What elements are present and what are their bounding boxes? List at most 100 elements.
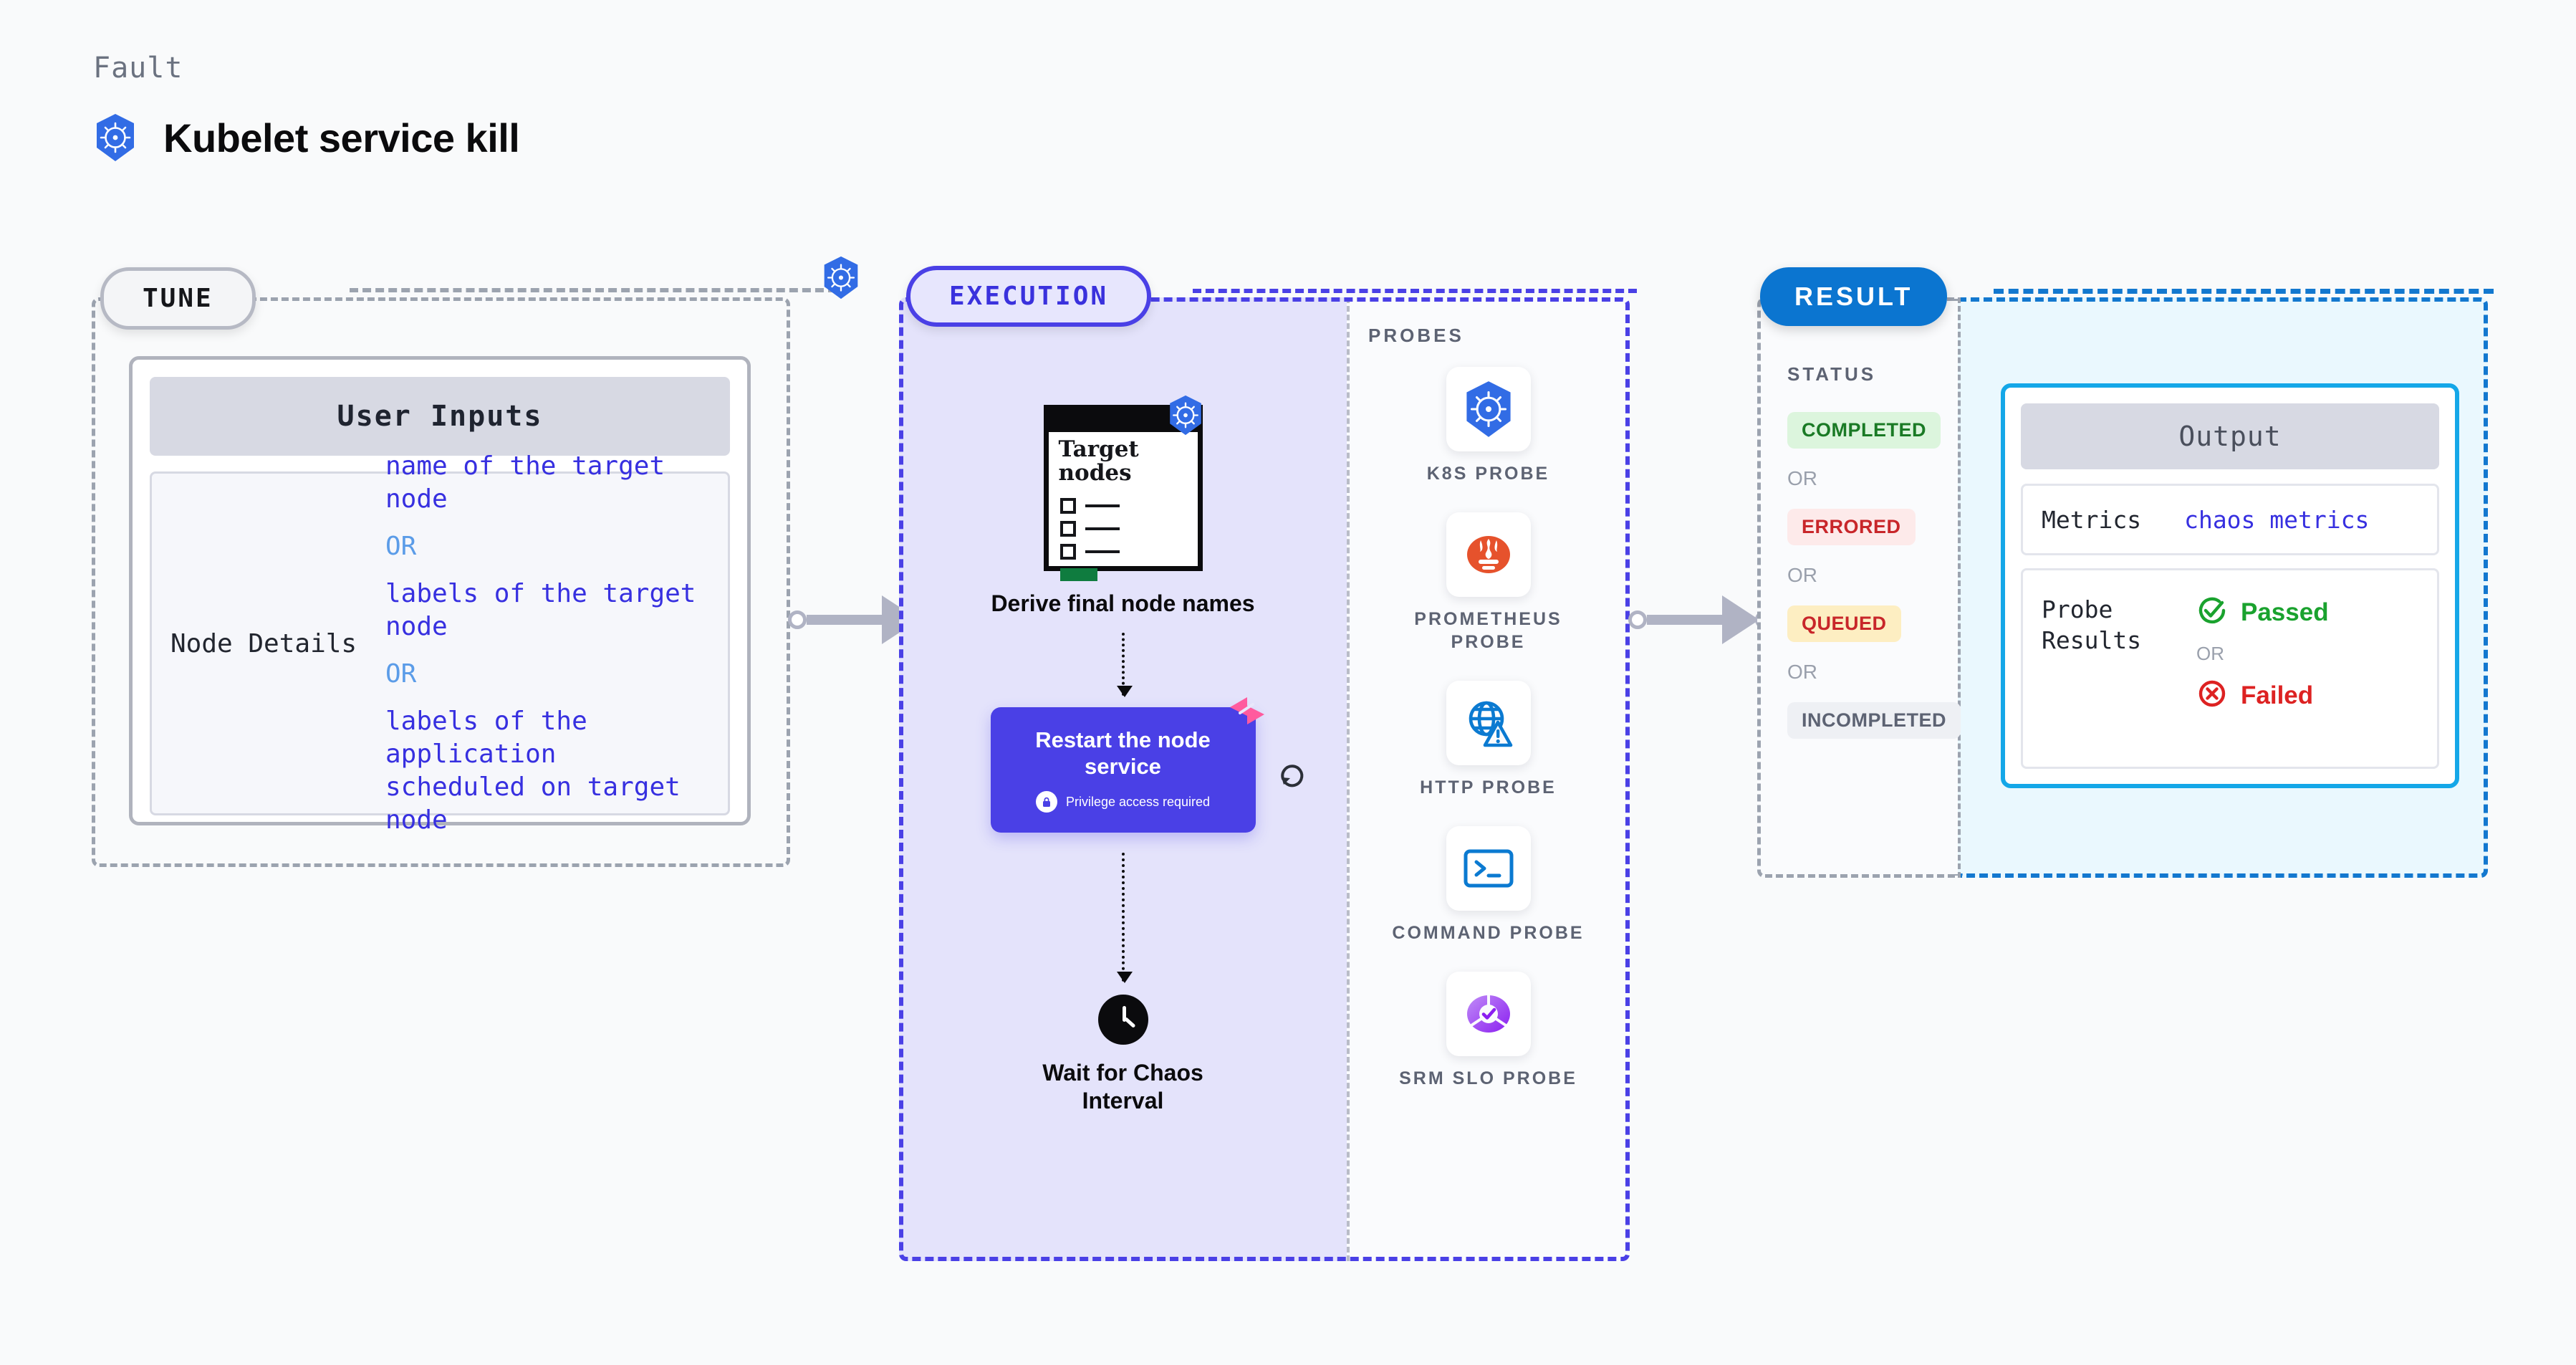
status-or: OR [1787, 661, 1817, 683]
node-details-value: name of the target node [385, 451, 665, 514]
terminal-icon [1446, 826, 1531, 911]
srm-slo-icon [1446, 972, 1531, 1057]
flow-caption-derive-node-names: Derive final node names [991, 590, 1255, 616]
probe-name: HTTP PROBE [1420, 777, 1557, 798]
document-checklist-icon: Target nodes [1043, 395, 1203, 581]
metrics-key: Metrics [2042, 505, 2142, 534]
node-details-values: name of the target node OR labels of the… [385, 450, 709, 838]
node-details-value: labels of the application scheduled on t… [385, 707, 681, 835]
kubernetes-icon [1167, 395, 1204, 436]
connector-arrowhead [1722, 595, 1759, 644]
restart-node-subtitle-row: Privilege access required [1035, 791, 1211, 813]
restart-node-title: Restart the node service [1035, 727, 1211, 779]
document-rule [1085, 504, 1120, 507]
user-inputs-header: User Inputs [150, 377, 730, 456]
node-details-label: Node Details [170, 628, 357, 658]
execution-stage-border [899, 297, 1630, 1261]
probe-name: K8S PROBE [1426, 464, 1550, 484]
result-dashed-connector [1994, 289, 2494, 294]
checkbox-icon [1059, 498, 1076, 514]
checkbox-icon [1059, 521, 1076, 537]
connector-dot [788, 610, 807, 629]
execution-stage-label[interactable]: EXECUTION [906, 266, 1152, 327]
output-card: Output Metrics chaos metrics Probe Resul… [2001, 383, 2459, 788]
check-circle-icon [2196, 595, 2228, 630]
x-circle-icon [2196, 678, 2228, 713]
status-badge-completed: COMPLETED [1787, 412, 1941, 449]
probes-column: PROBES K8S [1347, 297, 1630, 1261]
harness-icon [1229, 694, 1266, 731]
tune-stage: TUNE User Inputs Node Details name of th… [92, 256, 858, 867]
tune-stage-label[interactable]: TUNE [100, 267, 256, 330]
probes-label: PROBES [1368, 325, 1464, 346]
kubernetes-icon [93, 113, 138, 162]
execution-dashed-connector [1193, 289, 1637, 293]
result-column-divider [1958, 297, 1961, 878]
document-check-row [1059, 521, 1120, 537]
probe-result-failed: Failed [2196, 678, 2329, 713]
loop-refresh-icon [1276, 757, 1309, 794]
document-title: Target nodes [1058, 436, 1139, 487]
status-or: OR [1787, 467, 1817, 489]
status-list: COMPLETED OR ERRORED OR QUEUED OR INCOMP… [1787, 412, 1961, 739]
probes-background [1347, 297, 1630, 1261]
status-or: OR [1787, 564, 1817, 586]
result-stage-label[interactable]: RESULT [1760, 267, 1948, 326]
restart-node-wrapper: Restart the node service Privilege acces… [990, 697, 1303, 833]
prometheus-icon [1446, 512, 1531, 598]
clock-icon [1097, 995, 1148, 1045]
flow-arrow [1116, 853, 1133, 984]
status-badge-errored: ERRORED [1787, 509, 1916, 545]
document-rule [1085, 527, 1120, 530]
user-inputs-card: User Inputs Node Details name of the tar… [129, 356, 751, 835]
restart-node-service-node[interactable]: Restart the node service Privilege acces… [990, 697, 1264, 833]
probe-passed-label: Passed [2241, 598, 2329, 626]
connector-execution-to-result [1628, 595, 1774, 644]
fault-title-row: Kubelet service kill [93, 113, 520, 162]
lock-icon [1035, 791, 1057, 813]
probe-results-key: Probe Results [2042, 595, 2142, 654]
page-title: Kubelet service kill [163, 115, 520, 161]
tune-stage-border [92, 297, 790, 867]
metrics-value: chaos metrics [2184, 505, 2370, 534]
document-check-row [1059, 498, 1120, 514]
kubernetes-icon [1446, 367, 1531, 451]
result-stage: RESULT STATUS COMPLETED OR ERRORED OR QU… [1757, 267, 2494, 878]
probe-name: COMMAND PROBE [1392, 923, 1585, 943]
output-probe-results-row: Probe Results Passed OR [2021, 568, 2439, 769]
probe-item-http[interactable]: HTTP PROBE [1385, 680, 1592, 799]
document-check-row [1059, 544, 1120, 560]
flow-caption-wait-chaos-interval: Wait for Chaos Interval [1042, 1060, 1203, 1113]
probe-item-prometheus[interactable]: PROMETHEUS PROBE [1385, 512, 1592, 653]
status-badge-queued: QUEUED [1787, 605, 1901, 642]
tune-dashed-connector [350, 288, 837, 292]
node-details-value: labels of the target node [385, 578, 696, 641]
restart-node-subtitle: Privilege access required [1065, 794, 1211, 809]
node-details-or: OR [385, 531, 417, 561]
kubernetes-icon [821, 256, 861, 300]
probe-item-command[interactable]: COMMAND PROBE [1385, 826, 1592, 944]
document-rule [1085, 550, 1120, 553]
probe-results-values: Passed OR Failed [2196, 595, 2329, 713]
result-status-panel [1757, 297, 1958, 878]
checkbox-icon [1059, 544, 1076, 560]
connector-dot [1628, 610, 1647, 629]
fault-kicker: Fault [93, 52, 183, 85]
status-badge-incompleted: INCOMPLETED [1787, 702, 1961, 739]
user-inputs-body: Node Details name of the target node OR … [150, 451, 730, 835]
probe-item-k8s[interactable]: K8S PROBE [1385, 367, 1592, 485]
status-label: STATUS [1787, 363, 1877, 385]
probe-result-passed: Passed [2196, 595, 2329, 630]
connector-line [807, 615, 882, 625]
flow-arrow [1116, 633, 1133, 698]
document-progress-bar [1059, 568, 1097, 581]
probes-list: K8S PROBE PROMETHEUS PROBE [1347, 367, 1630, 1091]
probe-name: PROMETHEUS PROBE [1414, 609, 1562, 652]
probe-results-or: OR [2196, 643, 2224, 664]
output-header: Output [2021, 403, 2439, 469]
node-details-or: OR [385, 659, 417, 689]
connector-line [1647, 615, 1722, 625]
probe-item-srm-slo[interactable]: SRM SLO PROBE [1385, 972, 1592, 1090]
execution-flow-column: Target nodes [899, 297, 1347, 1261]
page-header: Fault Kubelet service kill [93, 52, 520, 162]
